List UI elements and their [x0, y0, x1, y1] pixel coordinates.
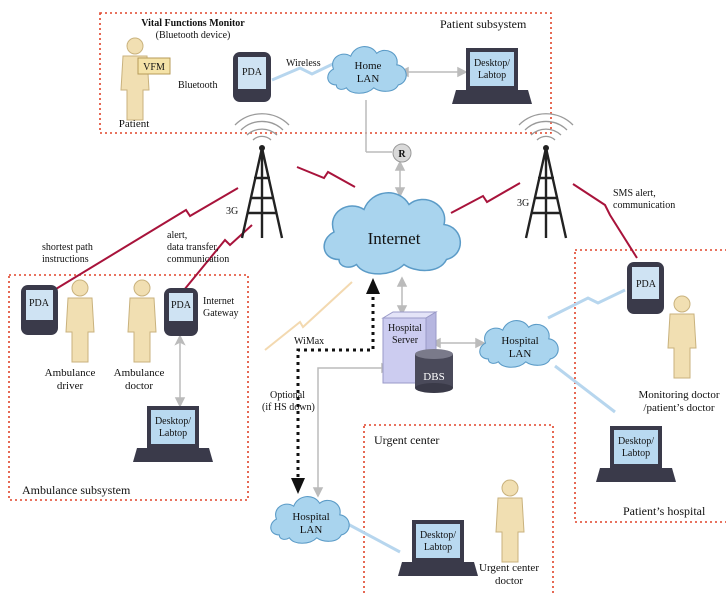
monitoring-doctor-label: Monitoring doctor	[639, 389, 720, 401]
cellular-link-tower-ambulance-pda	[45, 187, 239, 296]
urgent-desktop-label: Desktop/	[420, 530, 456, 541]
optional-label-2: (if HS down)	[262, 402, 315, 413]
tower-left-label: 3G	[226, 206, 238, 217]
monitoring-doctor-label-2: /patient’s doctor	[643, 402, 715, 414]
ambulance-driver-label-2: driver	[57, 380, 84, 392]
hospital-server-label: Hospital	[388, 323, 422, 334]
hospital-lan-bottom-label: Hospital	[292, 511, 329, 523]
gateway-desktop-arrow	[174, 334, 186, 408]
shortest-path-label-2: instructions	[42, 254, 89, 265]
ambulance-pda-gateway-label: PDA	[171, 300, 192, 311]
tower-right-label: 3G	[517, 198, 529, 209]
shortest-path-label: shortest path	[42, 242, 93, 253]
hospital-lan-right-label-2: LAN	[509, 348, 532, 360]
homelan-desktop-arrow	[398, 66, 468, 78]
cellular-link-tower-hospital-pda	[572, 183, 638, 259]
patient-figure	[120, 37, 150, 121]
hospital-lan-bottom-label-2: LAN	[300, 524, 323, 536]
home-lan-label: Home	[355, 60, 382, 72]
wireless-link-pda-hospitallan	[547, 288, 626, 320]
urgent-doctor-figure	[495, 479, 525, 563]
monitoring-doctor-figure	[667, 295, 697, 379]
sms-alert-label-2: communication	[613, 200, 675, 211]
vfm-badge: VFM	[143, 62, 165, 73]
patient-desktop-icon	[452, 48, 532, 104]
database-cylinder	[415, 349, 453, 393]
ambulance-doctor-label-2: doctor	[125, 380, 153, 392]
router-internet-arrow	[394, 160, 406, 198]
ambulance-driver-label: Ambulance	[45, 367, 96, 379]
internet-gateway-label: Internet	[203, 296, 234, 307]
ambulance-driver-figure	[65, 279, 95, 363]
ambulance-pda-left-icon	[21, 285, 58, 335]
internet-gateway-label-2: Gateway	[203, 308, 239, 319]
wimax-link	[264, 281, 353, 351]
urgent-desktop-icon	[398, 520, 478, 576]
optional-label: Optional	[270, 390, 305, 401]
router-label: R	[398, 149, 406, 160]
hospital-lan-right-label: Hospital	[501, 335, 538, 347]
link-hospitallan-urgent-desktop	[343, 520, 401, 554]
vfm-device	[137, 57, 171, 75]
urgent-doctor-label-2: doctor	[495, 575, 523, 587]
ambulance-pda-gateway-icon	[164, 288, 198, 336]
urgent-desktop-label-2: Labtop	[424, 542, 452, 553]
patient-label: Patient	[119, 118, 150, 130]
optional-dotted-link	[291, 278, 380, 494]
urgent-center-border	[363, 424, 554, 596]
cellular-link-tower-gateway	[183, 224, 253, 291]
ambulance-desktop-label-2: Labtop	[159, 428, 187, 439]
home-lan-label-2: LAN	[357, 73, 380, 85]
router-node	[392, 143, 412, 163]
ambulance-subsystem-border	[8, 274, 249, 501]
patient-subsystem-title: Patient subsystem	[440, 17, 527, 31]
patients-hospital-border	[574, 249, 726, 523]
patient-subsystem-border	[99, 12, 552, 134]
ambulance-subsystem-title: Ambulance subsystem	[22, 483, 131, 497]
vfm-subtitle: (Bluetooth device)	[156, 30, 231, 41]
wimax-label: WiMax	[294, 336, 324, 347]
vfm-title: Vital Functions Monitor	[141, 18, 245, 29]
link-hospitallan-desktop	[554, 364, 616, 414]
dbs-label: DBS	[423, 371, 444, 383]
hospital-desktop-icon	[596, 426, 676, 482]
hospital-server-label-2: Server	[392, 335, 419, 346]
cellular-link-tower-internet-right	[450, 182, 521, 214]
patient-desktop-label-2: Labtop	[478, 70, 506, 81]
hospital-server	[381, 311, 438, 384]
patient-pda-icon	[233, 52, 271, 102]
server-bottomlan-arrow	[312, 362, 392, 498]
urgent-center-title: Urgent center	[374, 433, 439, 447]
ambulance-desktop-label: Desktop/	[155, 416, 191, 427]
patient-pda-label: PDA	[242, 67, 263, 78]
ambulance-desktop-icon	[133, 406, 213, 462]
sms-alert-label: SMS alert,	[613, 188, 656, 199]
wireless-link-pda-homelan	[271, 60, 338, 82]
hospital-desktop-label-2: Labtop	[622, 448, 650, 459]
alert-label: alert,	[167, 230, 187, 241]
internet-server-arrow	[396, 276, 408, 316]
urgent-doctor-label: Urgent center	[479, 562, 539, 574]
hospital-pda-label: PDA	[636, 279, 657, 290]
cellular-link-tower-internet-left	[296, 166, 356, 188]
server-hospitallan-arrow	[430, 337, 486, 349]
ambulance-pda-left-label: PDA	[29, 298, 50, 309]
patients-hospital-title: Patient’s hospital	[623, 504, 706, 518]
wireless-label: Wireless	[286, 58, 321, 69]
ambulance-doctor-figure	[127, 279, 157, 363]
hospital-desktop-label: Desktop/	[618, 436, 654, 447]
patient-desktop-label: Desktop/	[474, 58, 510, 69]
bluetooth-label: Bluetooth	[178, 80, 217, 91]
ambulance-doctor-label: Ambulance	[114, 367, 165, 379]
alert-label-3: communication	[167, 254, 229, 265]
hospital-pda-icon	[627, 262, 664, 314]
internet-label: Internet	[368, 229, 421, 248]
alert-label-2: data transfer,	[167, 242, 219, 253]
